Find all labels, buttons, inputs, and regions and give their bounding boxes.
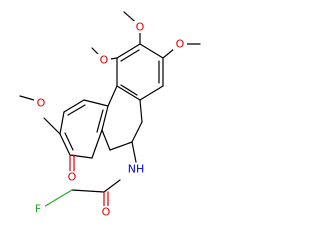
methoxy-oxygen: O [100, 54, 109, 67]
bond [63, 99, 85, 113]
fluorine-atom: F [35, 203, 41, 216]
methoxy-oxygen: O [176, 38, 185, 51]
double-bond [64, 132, 74, 151]
bond [43, 117, 61, 135]
bond [19, 95, 35, 101]
label-bg [97, 54, 111, 66]
molecule-structure: O O O O O NH O F [19, 11, 201, 219]
bond [139, 85, 164, 101]
label-bg [133, 21, 147, 33]
bond [101, 129, 111, 151]
double-bond [67, 104, 86, 116]
bond [139, 43, 164, 59]
label-bg [34, 97, 48, 109]
bond [69, 154, 93, 159]
label-bg [125, 163, 147, 175]
bond [83, 99, 109, 107]
bond [131, 141, 137, 163]
bond [59, 111, 65, 135]
tropolone-ring [59, 99, 109, 159]
ketone-group [69, 154, 75, 172]
aromatic-ring [116, 43, 164, 101]
amide-side-chain [41, 141, 137, 211]
double-bond [96, 109, 104, 133]
label-bg [173, 38, 187, 50]
bond [116, 85, 141, 101]
bond [41, 189, 73, 209]
bond [107, 85, 118, 107]
amide-nitrogen: NH [128, 163, 145, 176]
label-bg [31, 203, 45, 215]
amide-oxygen: O [102, 206, 111, 219]
bond [59, 133, 71, 156]
label-bg [65, 171, 79, 183]
bond [109, 141, 133, 151]
methoxy-oxygen: O [136, 21, 145, 34]
bond [131, 121, 143, 143]
bond [101, 105, 109, 131]
bond [116, 43, 141, 59]
label-bg [99, 206, 113, 218]
cycloheptane-ring [101, 85, 143, 151]
bond [71, 189, 105, 193]
atom-labels: O O O O O NH O F [31, 21, 187, 219]
bond [91, 129, 103, 159]
methoxy-oxygen: O [37, 97, 46, 110]
bond [103, 179, 121, 193]
ketone-oxygen: O [68, 171, 77, 184]
tropolone-methoxy [19, 95, 61, 135]
double-bond [120, 49, 140, 62]
bond [139, 99, 143, 123]
double-bond [120, 84, 138, 96]
